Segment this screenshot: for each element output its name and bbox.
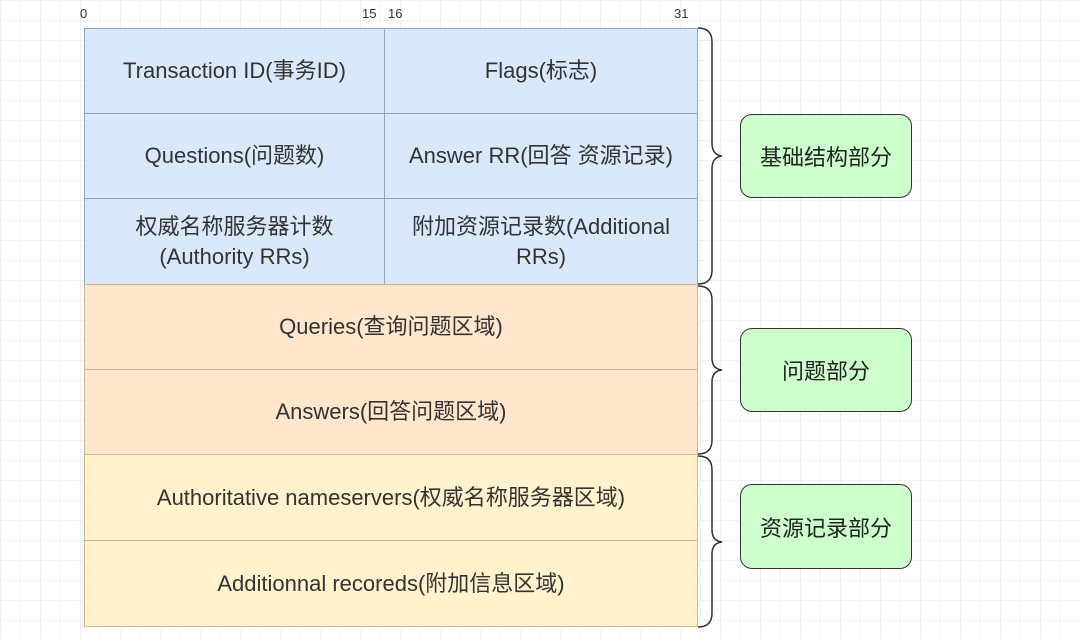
basic-structure-label: 基础结构部分 (740, 114, 912, 198)
bit-label-0: 0 (80, 6, 88, 21)
authority-rrs-field: 权威名称服务器计数 (Authority RRs) (84, 198, 385, 285)
transaction-id-field: Transaction ID(事务ID) (84, 28, 385, 114)
resource-record-text: 资源记录部分 (759, 515, 892, 541)
basic-structure-text: 基础结构部分 (759, 145, 892, 170)
authoritative-nameservers-label: Authoritative nameservers(权威名称服务器区域) (156, 484, 626, 510)
answer-rr-field: Answer RR(回答 资源记录) (384, 113, 698, 199)
additional-rrs-label-line2: RRs) (515, 243, 567, 269)
authoritative-nameservers-field: Authoritative nameservers(权威名称服务器区域) (84, 454, 698, 541)
queries-field: Queries(查询问题区域) (84, 284, 698, 370)
question-brace (697, 285, 723, 455)
question-part-text: 问题部分 (781, 359, 870, 384)
authority-rrs-label-line2: (Authority RRs) (159, 243, 310, 269)
additional-records-field: Additionnal recoreds(附加信息区域) (84, 540, 698, 627)
resource-brace (697, 455, 723, 628)
resource-record-label: 资源记录部分 (740, 484, 912, 569)
bit-label-15: 15 (362, 6, 377, 21)
additional-records-label: Additionnal recoreds(附加信息区域) (217, 570, 565, 596)
answer-rr-label: Answer RR(回答 资源记录) (408, 143, 673, 168)
questions-field: Questions(问题数) (84, 113, 385, 199)
queries-label: Queries(查询问题区域) (279, 314, 503, 339)
question-part-label: 问题部分 (740, 328, 912, 412)
additional-rrs-label-line1: 附加资源记录数(Additional (412, 213, 670, 239)
questions-label: Questions(问题数) (144, 143, 325, 168)
basic-brace (697, 27, 723, 285)
bit-label-16: 16 (388, 6, 403, 21)
bit-label-31: 31 (674, 6, 689, 21)
answers-label: Answers(回答问题区域) (275, 399, 507, 424)
flags-label: Flags(标志) (484, 58, 598, 83)
transaction-id-label: Transaction ID(事务ID) (123, 58, 346, 83)
authority-rrs-label-line1: 权威名称服务器计数 (135, 213, 334, 239)
answers-field: Answers(回答问题区域) (84, 369, 698, 455)
additional-rrs-field: 附加资源记录数(Additional RRs) (384, 198, 698, 285)
